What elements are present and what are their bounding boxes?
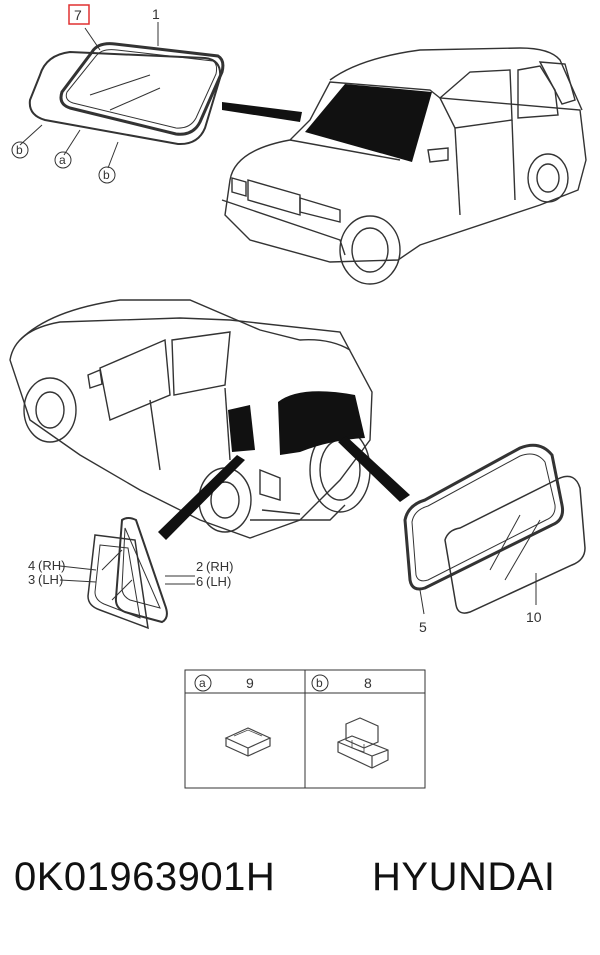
clip-callout-a: a — [59, 153, 66, 167]
callout-2: 2 — [196, 559, 203, 574]
quarter-glass-highlight — [228, 405, 255, 452]
callout-4-side: (RH) — [38, 558, 65, 573]
pointer-windshield — [222, 102, 302, 122]
callout-6: 6 — [196, 574, 203, 589]
windshield-assembly — [19, 22, 225, 169]
legend-part-9: 9 — [246, 675, 254, 691]
parts-diagram: 7 1 b a b — [9, 4, 587, 789]
clip-b-icon — [337, 717, 389, 769]
callout-3-side: (LH) — [38, 572, 63, 587]
legend-part-8: 8 — [364, 675, 372, 691]
callout-5: 5 — [419, 619, 427, 635]
legend-table: a 9 b 8 — [184, 669, 426, 789]
quarter-glass-parts — [59, 517, 195, 630]
callout-3: 3 — [28, 572, 35, 587]
brand-name: HYUNDAI — [372, 855, 556, 899]
clip-callout-b2: b — [103, 168, 110, 182]
legend-letter-b: b — [316, 676, 323, 690]
callout-6-side: (LH) — [206, 574, 231, 589]
pointer-back — [338, 436, 410, 502]
highlight-box — [68, 4, 90, 25]
callout-4: 4 — [28, 558, 35, 573]
back-glass-parts — [403, 443, 586, 615]
clip-callout-b1: b — [16, 143, 23, 157]
vehicle-front-view — [221, 47, 587, 285]
legend-letter-a: a — [199, 676, 206, 690]
callout-2-side: (RH) — [206, 559, 233, 574]
callout-7: 7 — [74, 7, 82, 23]
pointer-quarter — [158, 455, 245, 540]
callout-1: 1 — [152, 6, 160, 22]
part-number: 0K01963901H — [14, 855, 276, 899]
vehicle-rear-view — [9, 299, 373, 539]
clip-a-icon — [224, 727, 272, 757]
windshield-glass-highlight — [305, 84, 432, 162]
callout-10: 10 — [526, 609, 542, 625]
